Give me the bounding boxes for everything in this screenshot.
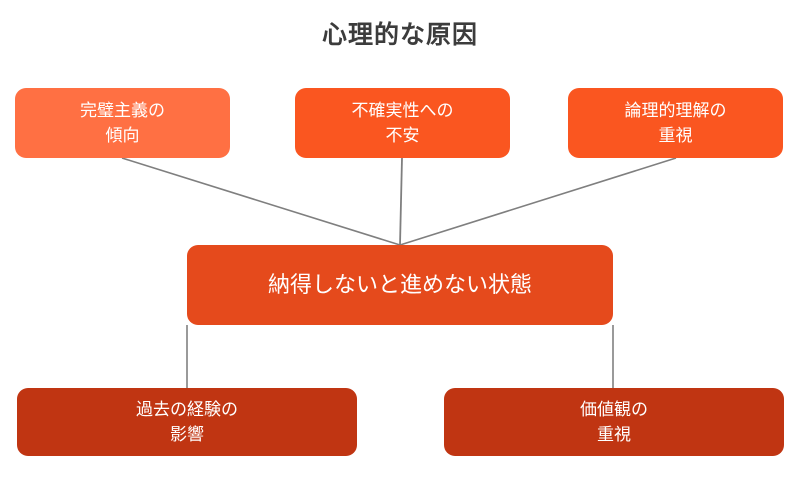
page-title: 心理的な原因: [321, 21, 478, 49]
connector-logical-to-state: [399, 157, 677, 246]
node-perfectionism-line1: 完璧主義の: [80, 101, 165, 120]
node-logical-understanding-line2: 重視: [658, 126, 693, 145]
node-uncertainty[interactable]: 不確実性への 不安: [295, 88, 510, 158]
node-uncertainty-line2: 不安: [385, 126, 420, 145]
node-past-experience-line1: 過去の経験の: [136, 400, 238, 419]
node-logical-understanding[interactable]: 論理的理解の 重視: [568, 88, 783, 158]
node-central-state-line1: 納得しないと進めない状態: [267, 272, 532, 297]
connector-uncertainty-to-state: [399, 157, 403, 246]
node-perfectionism[interactable]: 完璧主義の 傾向: [15, 88, 230, 158]
node-uncertainty-line1: 不確実性への: [351, 101, 454, 120]
node-central-state[interactable]: 納得しないと進めない状態: [187, 245, 613, 325]
node-past-experience[interactable]: 過去の経験の 影響: [17, 388, 357, 456]
node-values-line1: 価値観の: [580, 400, 648, 419]
node-values-line2: 重視: [597, 425, 631, 444]
connector-perfectionism-to-state: [121, 157, 401, 246]
node-logical-understanding-line1: 論理的理解の: [624, 101, 727, 120]
node-past-experience-line2: 影響: [170, 425, 204, 444]
node-values[interactable]: 価値観の 重視: [444, 388, 784, 456]
node-perfectionism-line2: 傾向: [105, 126, 140, 145]
